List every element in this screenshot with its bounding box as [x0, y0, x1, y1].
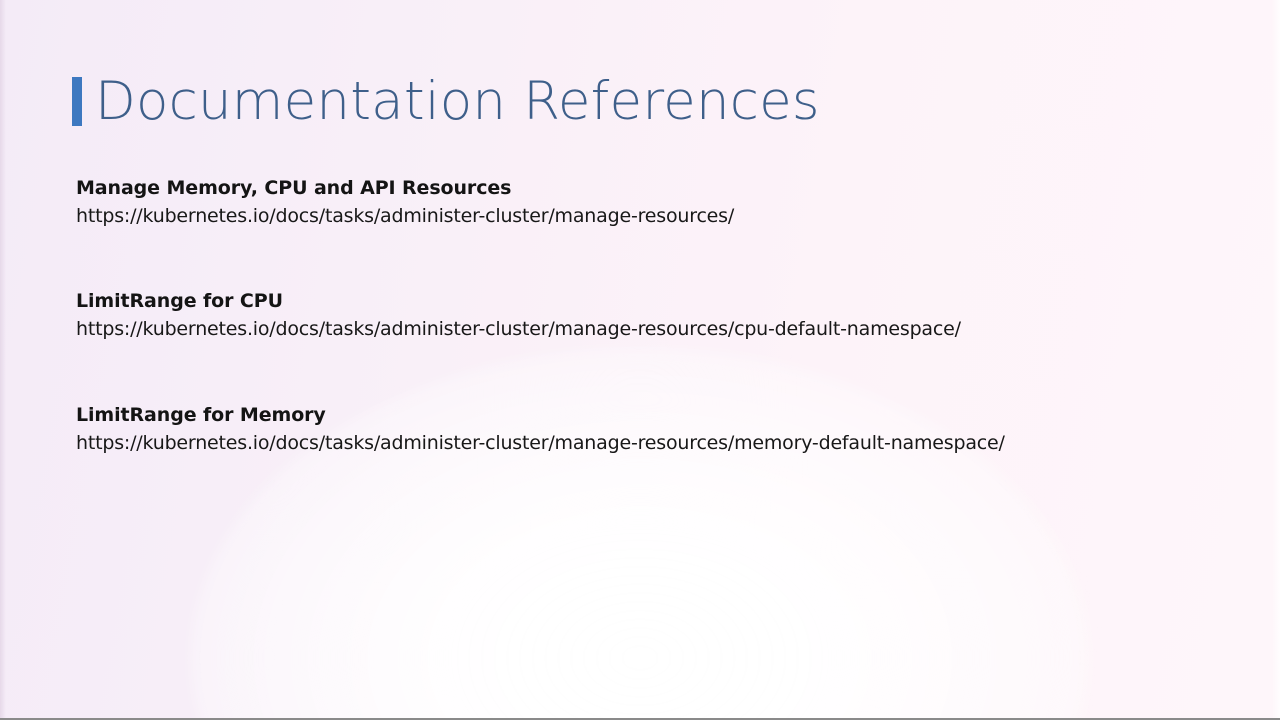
reference-title: LimitRange for CPU	[76, 289, 283, 312]
reference-item: LimitRange for CPU https://kubernetes.io…	[76, 287, 1076, 344]
reference-url[interactable]: https://kubernetes.io/docs/tasks/adminis…	[76, 205, 735, 228]
background-edge-right	[1272, 0, 1280, 718]
page-title: Documentation References	[95, 70, 820, 132]
reference-url[interactable]: https://kubernetes.io/docs/tasks/adminis…	[76, 318, 961, 341]
reference-title: Manage Memory, CPU and API Resources	[76, 177, 512, 199]
reference-list: Manage Memory, CPU and API Resources htt…	[76, 174, 1076, 458]
reference-title: LimitRange for Memory	[76, 403, 326, 426]
background-edge-left	[0, 0, 6, 718]
reference-url[interactable]: https://kubernetes.io/docs/tasks/adminis…	[76, 432, 1005, 455]
reference-item: LimitRange for Memory https://kubernetes…	[76, 401, 1076, 458]
title-accent-bar	[72, 76, 82, 126]
slide-title-row: Documentation References	[72, 39, 820, 163]
reference-item: Manage Memory, CPU and API Resources htt…	[76, 174, 1076, 231]
